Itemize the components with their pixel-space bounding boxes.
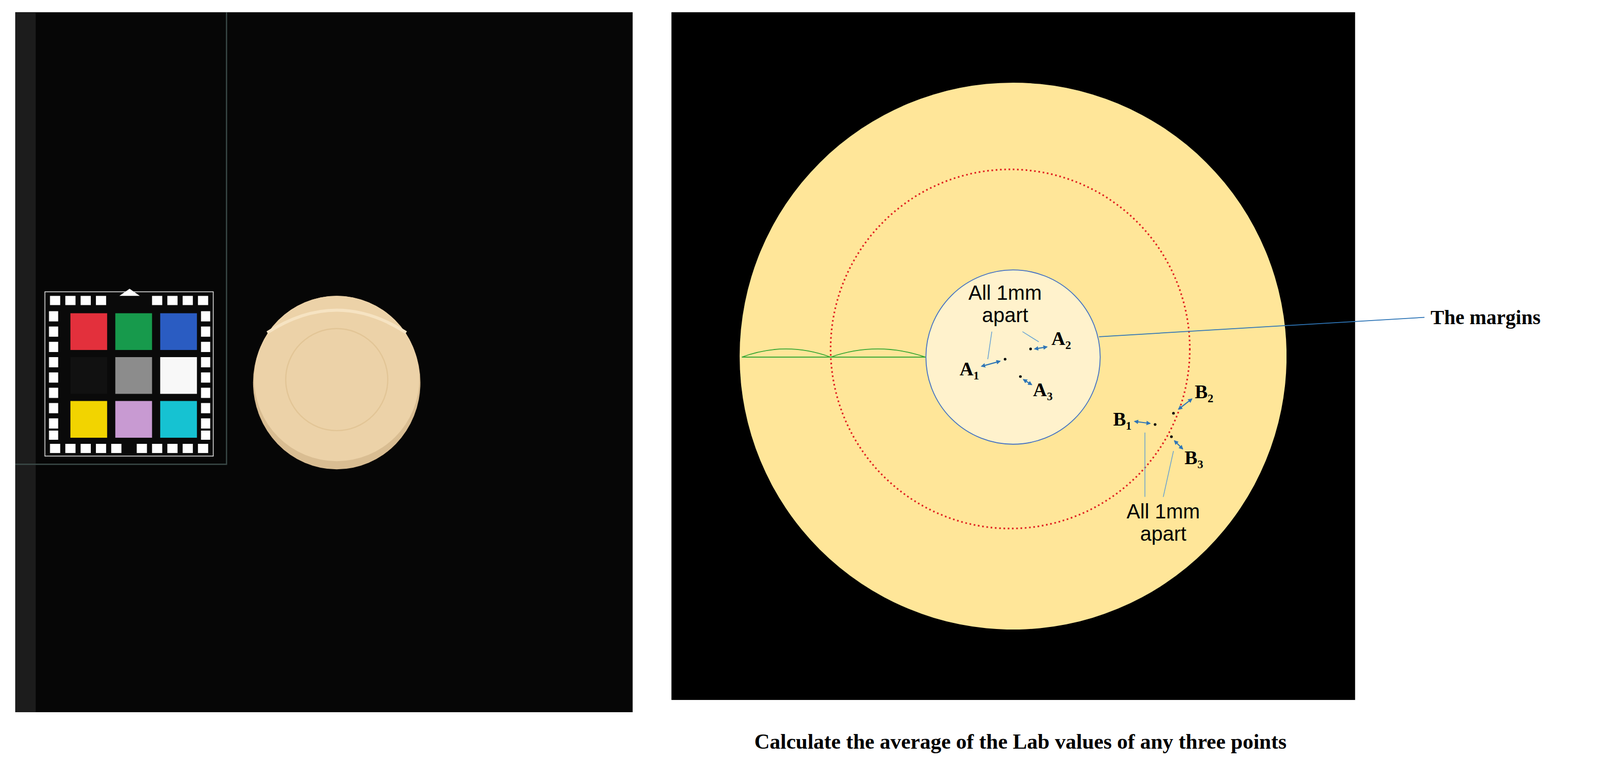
inner-center-circle: All 1mm apartA₁ A₂ A₃ xyxy=(925,269,1101,445)
photo-background xyxy=(15,12,633,713)
diagram-background xyxy=(671,12,1356,701)
point-label: A₂ xyxy=(1051,327,1071,351)
margin-leader-line xyxy=(1098,317,1425,337)
color-checker xyxy=(45,288,214,457)
callout-leader xyxy=(987,331,1174,498)
caption: Calculate the average of the Lab values … xyxy=(754,729,1287,754)
glass-plate-edge xyxy=(15,12,227,465)
measure-dot xyxy=(1003,347,1175,438)
outer-sample-disc: All 1mm apartA₁A₂A₃B₁B₂B₃All 1mm apart xyxy=(739,82,1287,630)
point-label: B₁ xyxy=(1112,408,1132,431)
point-label: B₂ xyxy=(1194,380,1214,404)
spacing-note: All 1mm apart xyxy=(1120,500,1207,545)
point-label: A₁ xyxy=(959,358,980,381)
radius-marker xyxy=(741,349,926,358)
point-label: B₃ xyxy=(1184,446,1204,470)
spacing-note: All 1mm apart xyxy=(961,281,1049,327)
margin-label: The margins xyxy=(1430,305,1541,330)
circle-shape xyxy=(739,82,1287,630)
resin-sample-disc xyxy=(253,295,421,470)
circle-shape xyxy=(926,269,1101,445)
point-label: A₃ xyxy=(1032,378,1053,402)
double-arrow xyxy=(981,346,1192,449)
scanner-edge xyxy=(15,12,36,713)
